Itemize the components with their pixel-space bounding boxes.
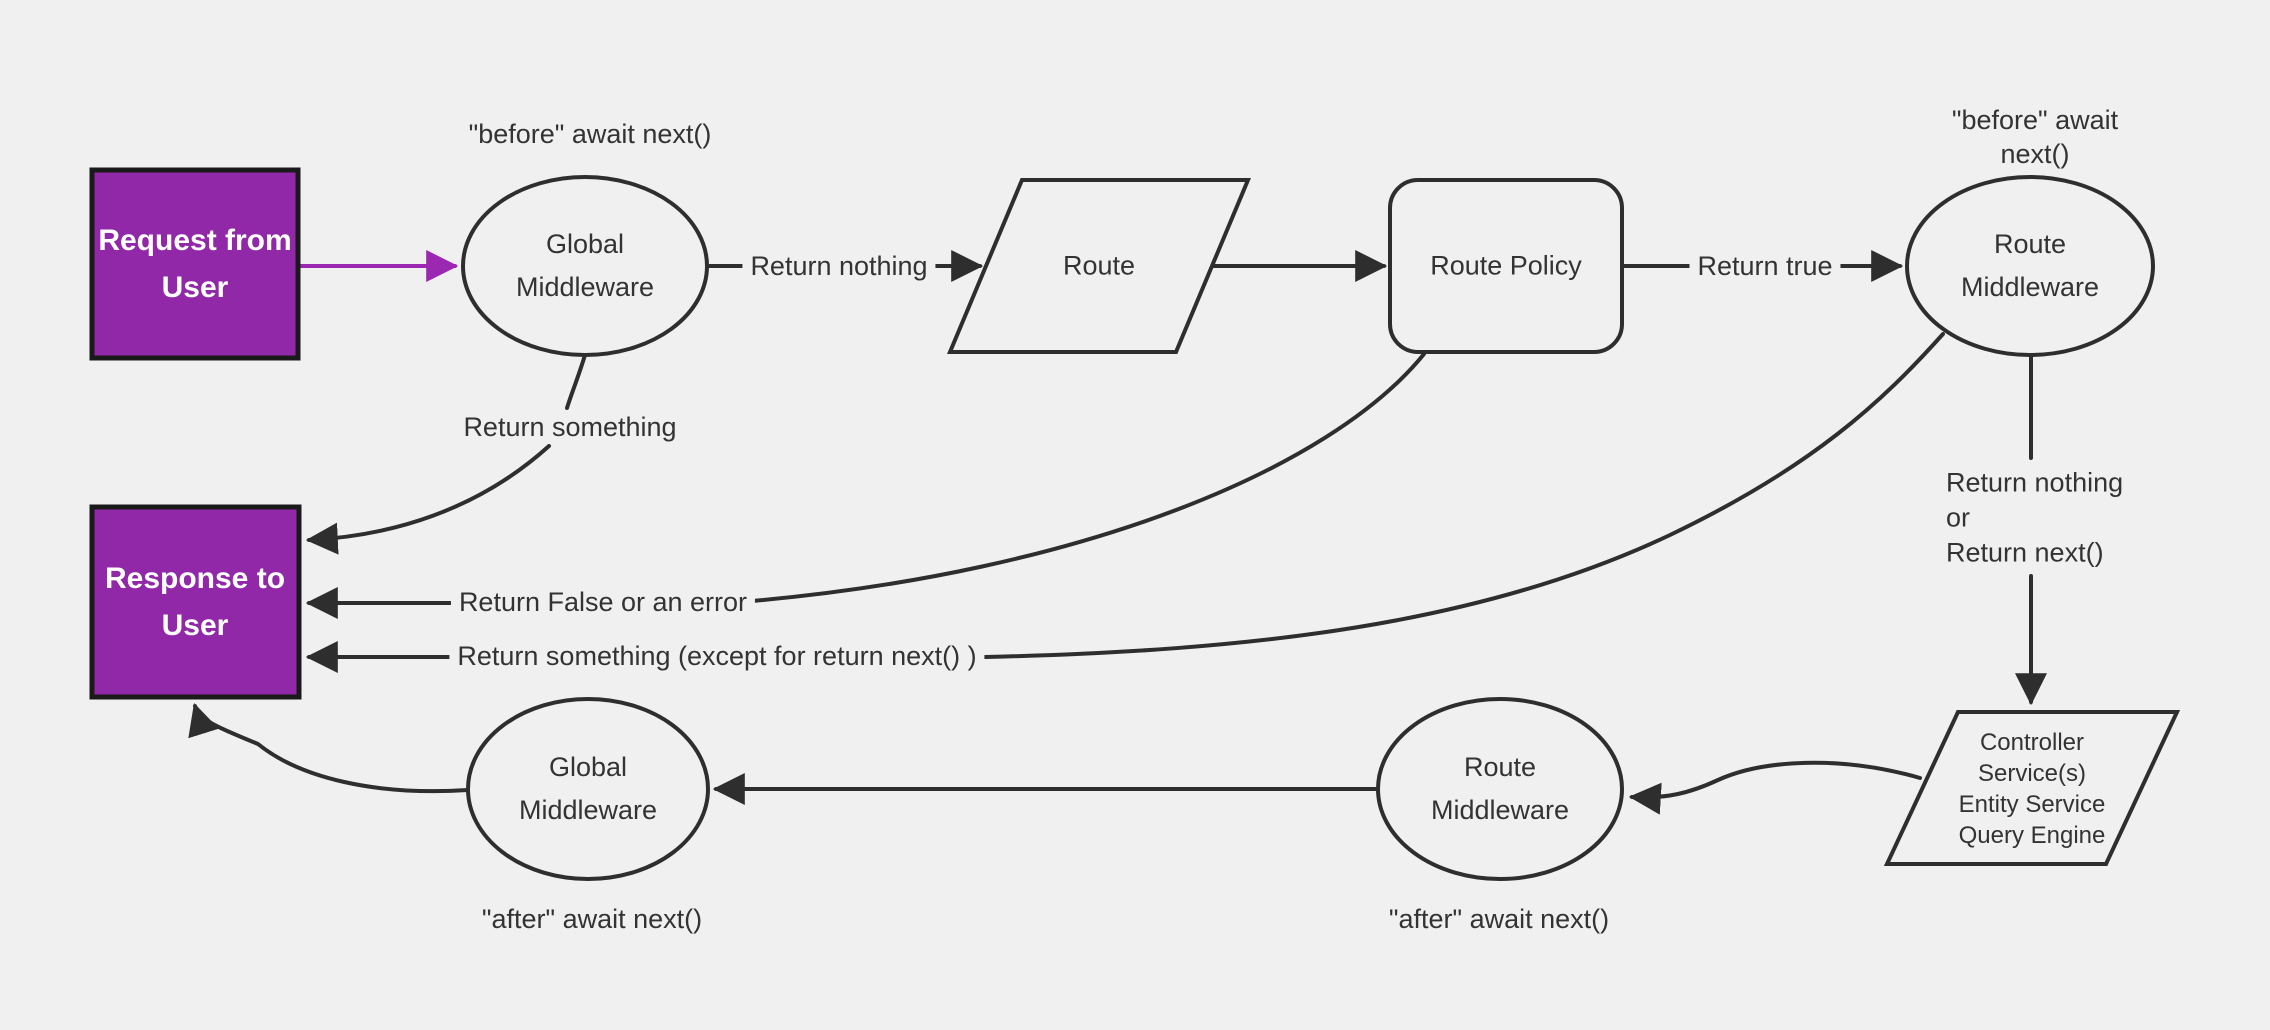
- node-services: [1883, 710, 2181, 866]
- edge-label-return-false-or-error: Return False or an error: [450, 585, 756, 619]
- node-route-middleware-top: [1905, 175, 2155, 357]
- node-response-to-user: [89, 504, 302, 700]
- node-label-route-middleware-bottom: Route Middleware: [1430, 752, 1570, 825]
- node-route-middleware-bottom: [1376, 697, 1624, 881]
- node-label-global-middleware-bottom: Global Middleware: [518, 752, 658, 825]
- edge-route-policy-return-false-curve: [750, 352, 1426, 603]
- node-label-route-policy: Route Policy: [1430, 250, 1582, 281]
- edge-label-before-await-next-top-left: "before" await next(): [468, 119, 712, 149]
- node-label-request-from-user: Request from User: [98, 224, 292, 304]
- edge-global-middleware-return-something-lower: [305, 444, 551, 555]
- edge-global-middleware-bottom-to-response: [188, 702, 470, 794]
- edge-label-after-await-next-bottom-left: "after" await next(): [481, 904, 703, 934]
- node-request-from-user: [89, 167, 301, 361]
- edge-global-middleware-return-something-upper: [565, 353, 587, 410]
- node-global-middleware-top: [461, 175, 709, 357]
- edge-label-after-await-next-bottom-right: "after" await next(): [1388, 904, 1610, 934]
- node-label-global-middleware-top: Global Middleware: [515, 229, 655, 302]
- edge-label-return-nothing: Return nothing: [742, 249, 936, 283]
- node-label-route: Route: [1062, 250, 1136, 281]
- edge-route-middleware-return-something-except-curve: [983, 332, 1945, 659]
- edge-label-return-nothing-or-return-next: Return nothing or Return next(): [1938, 465, 2132, 571]
- node-label-response-to-user: Response to User: [104, 562, 286, 642]
- node-label-services: Controller Service(s) Entity Service Que…: [1958, 729, 2106, 849]
- edge-services-to-route-middleware-bottom: [1628, 760, 1922, 815]
- edge-label-return-something: Return something: [455, 410, 685, 444]
- edge-label-before-await-next-top-right: "before" await next(): [1951, 105, 2119, 169]
- node-route: [946, 178, 1252, 354]
- edge-label-return-something-except: Return something (except for return next…: [449, 639, 985, 673]
- node-label-route-middleware-top: Route Middleware: [1960, 229, 2100, 302]
- node-route-policy: [1388, 178, 1624, 354]
- node-global-middleware-bottom: [466, 697, 710, 881]
- edge-label-return-true: Return true: [1689, 249, 1841, 283]
